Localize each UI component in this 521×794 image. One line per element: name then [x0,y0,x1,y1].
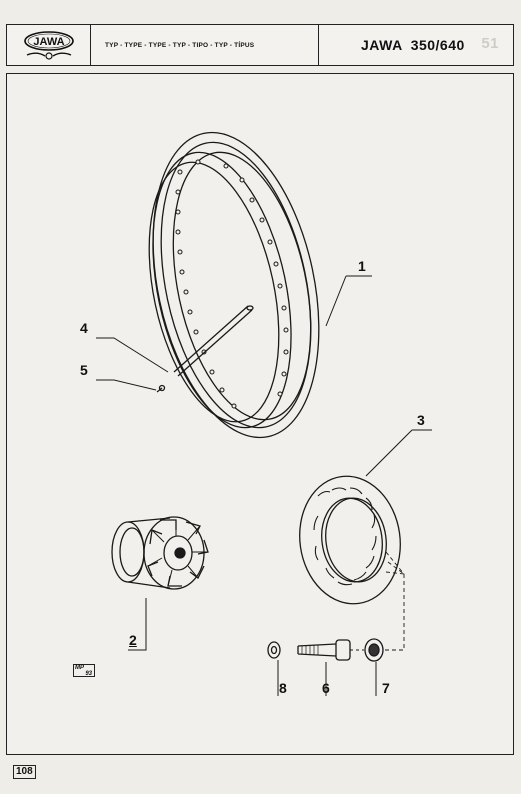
part-label-7: 7 [382,680,390,696]
header-bar: JAWA TYP - TYPE - TYPE - TYP - TIPO - TY… [6,24,514,66]
part-label-3: 3 [417,412,425,428]
rim-drawing [148,131,320,439]
nut-drawing [364,638,384,662]
leader-lines [96,275,432,696]
mp-stamp-line1: MP [75,665,84,671]
model-number: 350/640 [410,37,465,53]
part-label-6: 6 [322,680,330,696]
part-label-1: 1 [358,258,366,274]
types-line: TYP - TYPE - TYPE - TYP - TIPO - TYP - T… [91,25,319,65]
part-label-4: 4 [80,320,88,336]
bleed-through-text: 51 [481,35,499,52]
part-label-8: 8 [279,680,287,696]
washer-drawing [267,641,281,659]
model-name: JAWA [361,37,403,53]
nipple-drawing [156,384,166,393]
jawa-logo-icon: JAWA [24,31,74,60]
jawa-logo: JAWA [7,25,91,65]
mp-stamp: MP 93 [73,664,95,677]
drawing-frame [6,73,514,755]
part-label-5: 5 [80,362,88,378]
page-number: 108 [13,765,36,779]
logo-text: JAWA [33,36,64,48]
part-label-2: 2 [129,632,137,648]
model-title: JAWA 350/640 51 [319,25,513,65]
brake-disc-drawing [299,475,405,651]
bolt-drawing [297,639,364,661]
mp-stamp-line2: 93 [85,671,92,677]
hub-drawing [111,516,209,590]
